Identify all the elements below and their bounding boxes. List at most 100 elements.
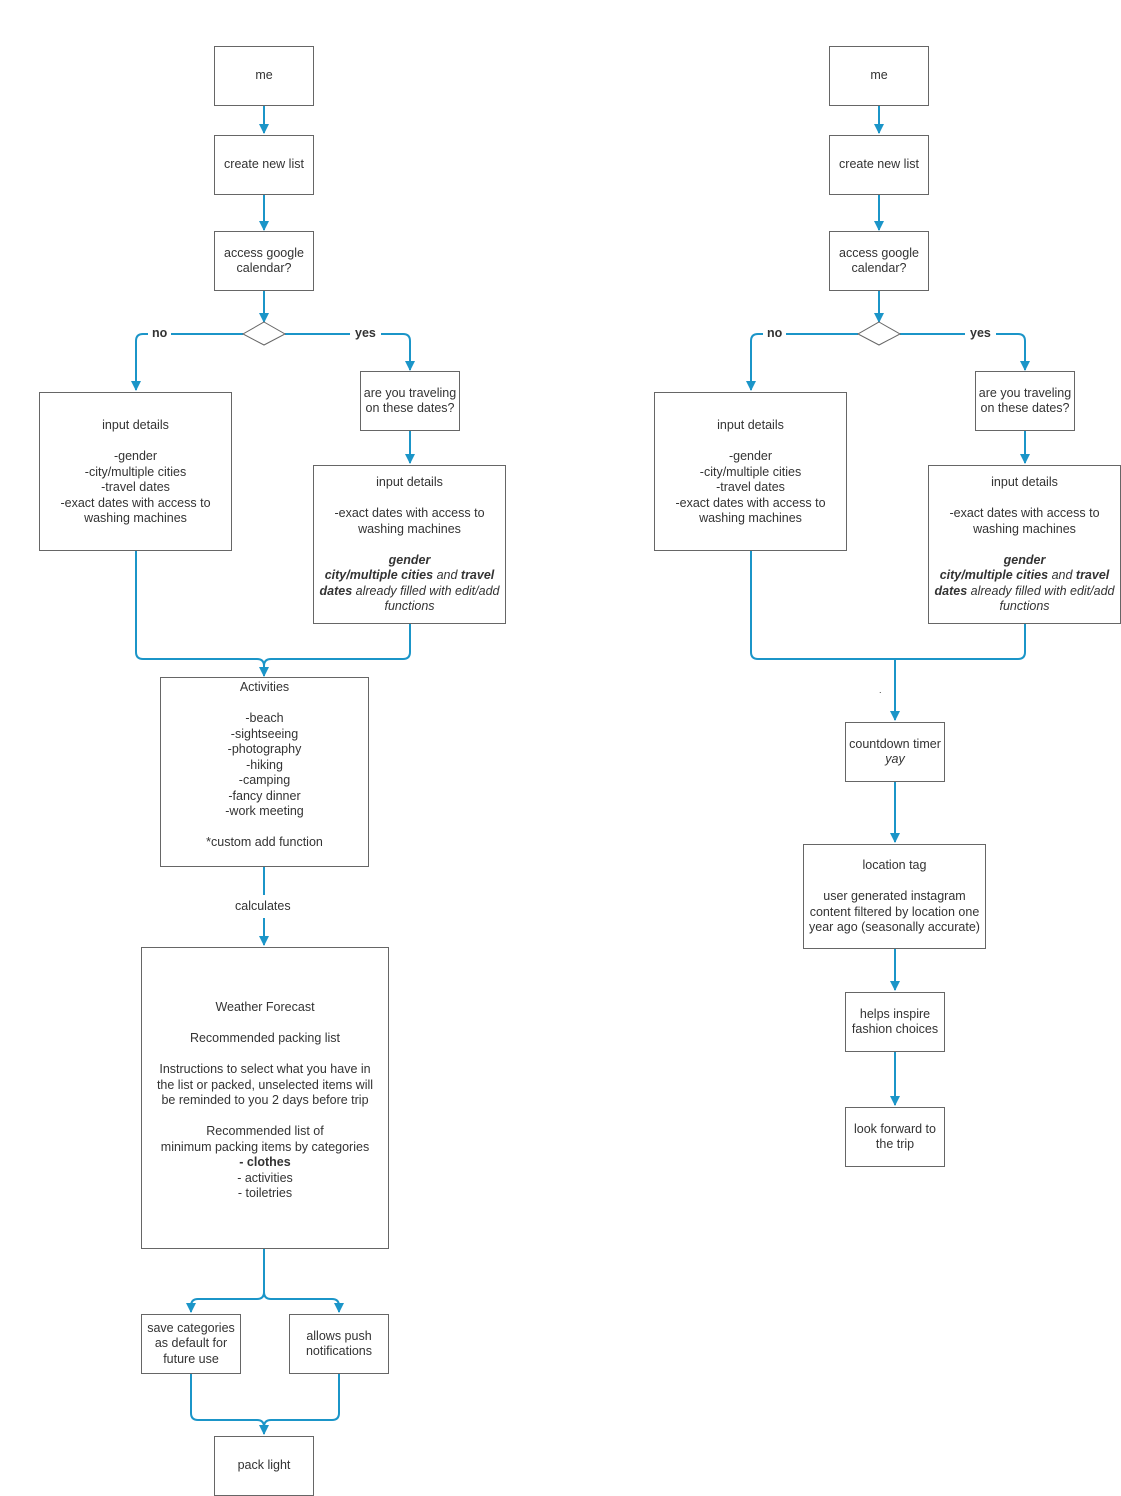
activities-line: -fancy dinner <box>228 788 301 803</box>
input-details-line: washing machines <box>358 521 461 536</box>
input-details-line: -city/multiple cities <box>84 464 187 479</box>
edge-input-no-merge-right <box>750 550 1026 660</box>
helps-inspire-node: helps inspire fashion choices <box>845 992 945 1052</box>
weather-category-clothes: - clothes <box>239 1155 290 1171</box>
weather-min-list: Recommended list of <box>206 1124 324 1138</box>
edge-push-pack-left <box>263 1373 340 1428</box>
push-notifications-line: allows push <box>306 1328 372 1343</box>
input-details-line: washing machines <box>973 521 1076 536</box>
access-calendar-line: calendar? <box>236 261 292 275</box>
edge-yes-left <box>285 333 415 371</box>
input-details-title: input details <box>991 475 1058 489</box>
weather-category-toiletries: - toiletries <box>237 1186 293 1200</box>
me-node-right: me <box>829 46 929 106</box>
yes-label-left: yes <box>350 326 381 341</box>
edge-input-no-merge-left <box>135 550 269 677</box>
input-details-line: input details <box>102 418 169 432</box>
prefilled-line: functions <box>999 599 1049 615</box>
me-label: me <box>255 68 273 83</box>
traveling-question-node-left: are you traveling on these dates? <box>360 371 460 431</box>
look-forward-line: look forward to <box>854 1121 936 1136</box>
activities-line: -beach <box>245 711 284 725</box>
weather-title: Weather Forecast <box>215 1000 315 1014</box>
activities-node-left: Activities -beach -sightseeing -photogra… <box>160 677 369 867</box>
edge-weather-push-left <box>263 1291 344 1313</box>
weather-category-activities: - activities <box>237 1170 293 1185</box>
clothes-bold: - clothes <box>239 1155 291 1169</box>
location-line: year ago (seasonally accurate) <box>809 920 980 934</box>
weather-instructions: Instructions to select what you have in <box>159 1062 371 1076</box>
input-details-line: -travel dates <box>101 480 170 494</box>
no-label-left: no <box>148 326 172 341</box>
countdown-label: countdown timer <box>849 736 941 751</box>
activities-line: -photography <box>227 742 302 756</box>
location-tag-node: location tag user generated instagram co… <box>803 844 986 949</box>
prefilled-and: and <box>433 568 461 582</box>
decision-diamond-right <box>856 321 902 346</box>
access-calendar-node-left: access google calendar? <box>214 231 314 291</box>
prefilled-functions: functions <box>384 599 435 613</box>
input-details-line: -exact dates with access to <box>675 495 826 510</box>
input-details-line: washing machines <box>699 511 802 525</box>
activities-line: -hiking <box>246 757 283 772</box>
weather-instructions: the list or packed, unselected items wil… <box>156 1077 374 1092</box>
traveling-question-line: are you traveling <box>363 385 457 400</box>
push-notifications-line: notifications <box>305 1344 372 1358</box>
input-details-line: -exact dates with access to <box>949 506 1100 520</box>
save-categories-line: as default for <box>154 1336 228 1351</box>
countdown-timer-node: countdown timer yay <box>845 722 945 782</box>
input-details-line: -gender <box>113 449 158 463</box>
edge-input-yes-merge-left <box>263 623 411 667</box>
activities-line: -camping <box>238 773 291 787</box>
input-details-line: washing machines <box>84 511 187 525</box>
prefilled-travel: travel <box>1075 568 1110 582</box>
activities-line: -work meeting <box>225 804 304 818</box>
prefilled-gender: gender <box>1003 552 1046 567</box>
prefilled-line: city/multiple cities and travel <box>940 568 1110 584</box>
pack-light-label: pack light <box>237 1458 291 1473</box>
input-details-node-no-left: input details -gender -city/multiple cit… <box>39 392 232 551</box>
create-list-label: create new list <box>839 157 919 172</box>
input-details-line: -exact dates with access to <box>334 506 485 520</box>
traveling-question-line: on these dates? <box>980 401 1070 415</box>
inspire-line: fashion choices <box>851 1022 939 1036</box>
access-calendar-line: access google <box>224 245 304 260</box>
prefilled-dates: dates <box>934 583 968 598</box>
input-details-node-no-right: input details -gender -city/multiple cit… <box>654 392 847 551</box>
prefilled-already: already filled with edit/add <box>352 583 500 598</box>
traveling-question-node-right: are you traveling on these dates? <box>975 371 1075 431</box>
me-node-left: me <box>214 46 314 106</box>
prefilled-cities: city/multiple cities <box>324 568 434 582</box>
input-details-line: input details <box>717 418 784 432</box>
access-calendar-line: access google <box>839 245 919 260</box>
save-categories-line: future use <box>163 1351 219 1366</box>
input-details-line: -city/multiple cities <box>699 464 802 479</box>
location-line: user generated instagram <box>823 889 966 903</box>
activities-line: *custom add function <box>206 835 323 849</box>
edge-save-pack-left <box>190 1373 269 1435</box>
prefilled-already: already filled with edit/add <box>967 583 1115 598</box>
traveling-question-line: are you traveling <box>978 385 1072 400</box>
edge-yes-right <box>900 333 1030 371</box>
input-details-line: -travel dates <box>716 480 785 494</box>
edge-no-right <box>746 333 858 391</box>
activities-line: Activities <box>239 680 290 694</box>
look-forward-line: the trip <box>875 1137 915 1151</box>
dot-mark: . <box>879 685 882 695</box>
prefilled-line: city/multiple cities and travel <box>325 568 495 584</box>
input-details-node-yes-right: input details -exact dates with access t… <box>928 465 1121 624</box>
calculates-label: calculates <box>230 899 296 914</box>
location-line: location tag <box>862 858 927 872</box>
prefilled-line: functions <box>384 599 434 615</box>
weather-instructions: be reminded to you 2 days before trip <box>161 1093 369 1107</box>
location-line: content filtered by location one <box>809 904 980 919</box>
weather-min-list: minimum packing items by categories <box>160 1139 370 1154</box>
create-list-node-left: create new list <box>214 135 314 195</box>
me-label: me <box>870 68 888 83</box>
yay-italic: yay <box>885 752 905 766</box>
edge-weather-branch-left <box>186 1248 265 1313</box>
prefilled-functions: functions <box>999 599 1050 613</box>
input-details-line: -gender <box>728 449 773 463</box>
prefilled-travel: travel <box>460 568 495 582</box>
